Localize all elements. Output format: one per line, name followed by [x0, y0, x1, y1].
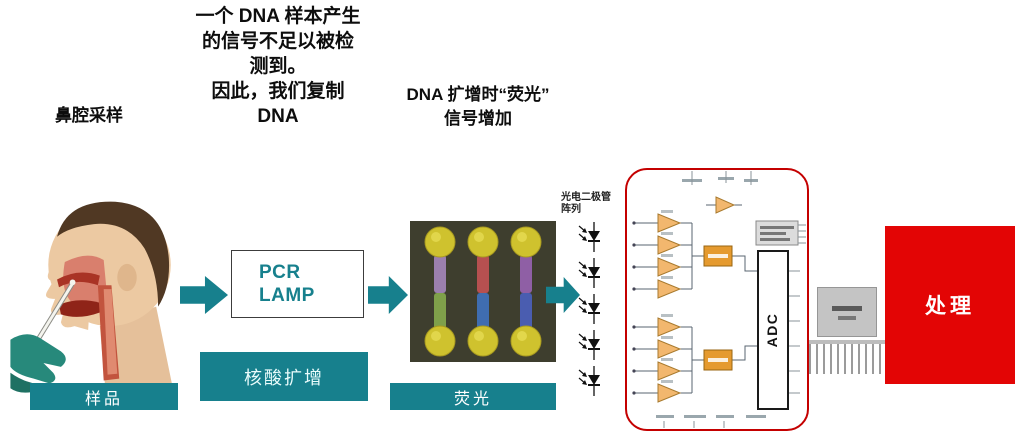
connector-teeth: [802, 340, 886, 374]
nasal-sampling-label: 鼻腔采样: [55, 106, 123, 125]
photodiode-icon: [578, 258, 604, 290]
flow-arrow: [180, 276, 228, 314]
fluorescence-increase-annotation: DNA 扩增时“荧光” 信号增加: [383, 83, 573, 131]
annotation-line: 因此，我们复制: [211, 81, 345, 102]
pcr-lamp-line: PCR: [259, 262, 301, 283]
flow-arrow: [368, 276, 408, 314]
afe-circuit-board: ADC: [625, 168, 809, 431]
stage-label-fluorescence: 荧光: [390, 383, 556, 410]
dna-fluorescence-image: [410, 221, 556, 362]
stage-label-amplification: 核酸扩增: [200, 352, 368, 401]
photodiode-label-line: 阵列: [561, 204, 581, 215]
chip-marking: [832, 306, 862, 311]
annotation-line: 的信号不足以被检: [201, 31, 354, 52]
afe-circuit-schematic: ADC: [632, 171, 806, 428]
annotation-line: DNA: [257, 106, 299, 127]
photodiode-array-label: 光电二极管 阵列: [561, 192, 621, 216]
photodiode-icon: [578, 366, 604, 398]
pcr-lamp-box: PCR LAMP: [231, 250, 364, 318]
processing-label: 处理: [925, 295, 975, 318]
annotation-line: DNA 扩增时“荧光”: [406, 85, 550, 104]
annotation-line: 测到。: [249, 56, 307, 77]
nasal-swab-illustration: [8, 192, 178, 398]
chip-marking: [838, 316, 856, 320]
photodiode-icon: [578, 330, 604, 362]
photodiode-icon: [578, 294, 604, 326]
annotation-line: 信号增加: [444, 109, 512, 128]
pcr-lamp-line: LAMP: [259, 285, 315, 306]
interface-chip: [817, 287, 877, 337]
annotation-line: 一个 DNA 样本产生: [195, 6, 361, 27]
stage-label-sample: 样品: [30, 383, 178, 410]
photodiode-label-line: 光电二极管: [561, 192, 611, 203]
dna-copy-annotation: 一个 DNA 样本产生 的信号不足以被检 测到。 因此，我们复制 DNA: [183, 4, 373, 129]
processing-block: 处理: [885, 226, 1015, 384]
head-cross-section-image: [10, 201, 174, 393]
photodiode-icon: [578, 222, 604, 254]
fluorescence-illustration: [410, 221, 556, 362]
adc-label: ADC: [764, 313, 780, 348]
